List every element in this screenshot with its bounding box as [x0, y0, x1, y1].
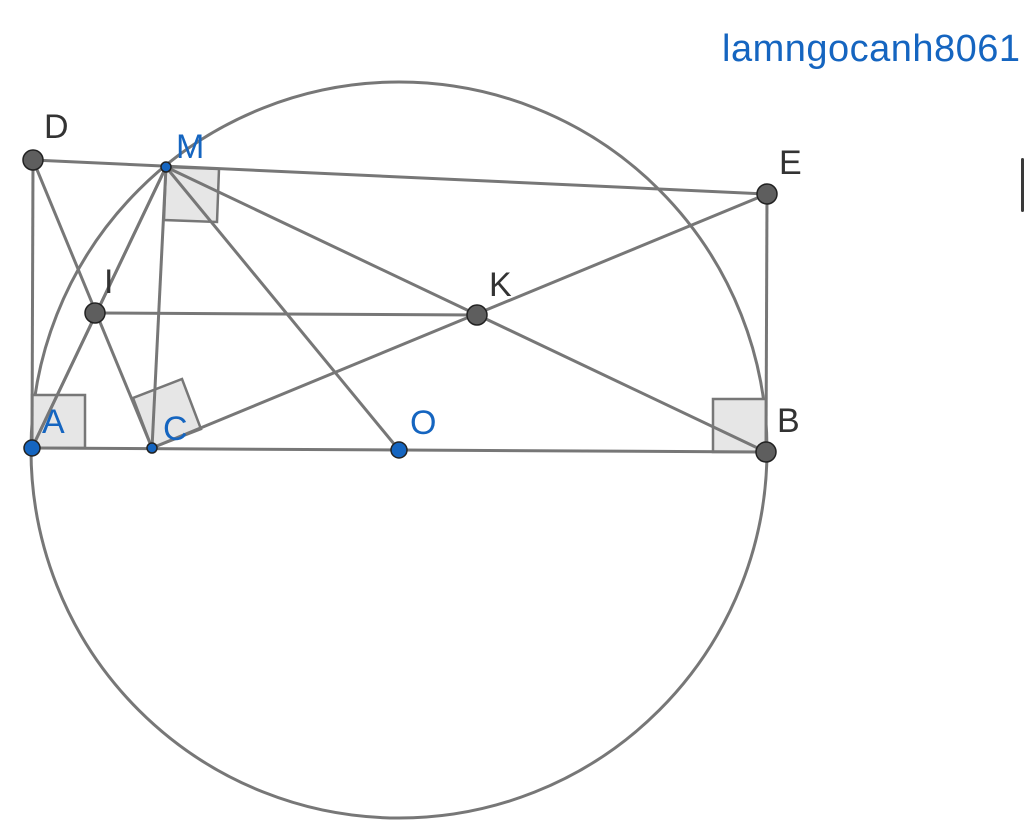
points — [22, 149, 778, 463]
label-i: I — [104, 263, 113, 301]
point-i[interactable] — [84, 302, 106, 324]
segment-mc — [150, 166, 168, 449]
label-m: M — [176, 128, 204, 166]
right-angle-b — [711, 397, 768, 454]
segment-da — [30, 159, 35, 449]
right-angle-markers — [30, 165, 768, 454]
point-d[interactable] — [22, 149, 44, 171]
segments — [30, 158, 769, 454]
point-o[interactable] — [390, 441, 408, 459]
segment-mb — [165, 165, 767, 454]
point-c[interactable] — [146, 442, 158, 454]
label-b: B — [777, 402, 800, 440]
point-k[interactable] — [466, 304, 488, 326]
segment-eb — [764, 193, 769, 453]
label-d: D — [44, 108, 69, 146]
point-labels: D M E I K A C O B — [42, 108, 802, 448]
segment-ce — [151, 192, 768, 450]
point-e[interactable] — [756, 183, 778, 205]
point-m[interactable] — [160, 161, 172, 173]
label-c: C — [163, 410, 188, 448]
point-a[interactable] — [23, 439, 41, 457]
segment-ik — [94, 311, 478, 317]
segment-de — [32, 158, 768, 196]
label-e: E — [779, 144, 802, 182]
scrollbar-handle[interactable] — [1021, 158, 1024, 212]
point-b[interactable] — [755, 441, 777, 463]
label-a: A — [42, 403, 65, 441]
watermark-text: lamngocanh8061 — [722, 28, 1021, 70]
label-o: O — [410, 404, 436, 442]
segment-mo — [164, 166, 401, 451]
label-k: K — [489, 266, 512, 304]
